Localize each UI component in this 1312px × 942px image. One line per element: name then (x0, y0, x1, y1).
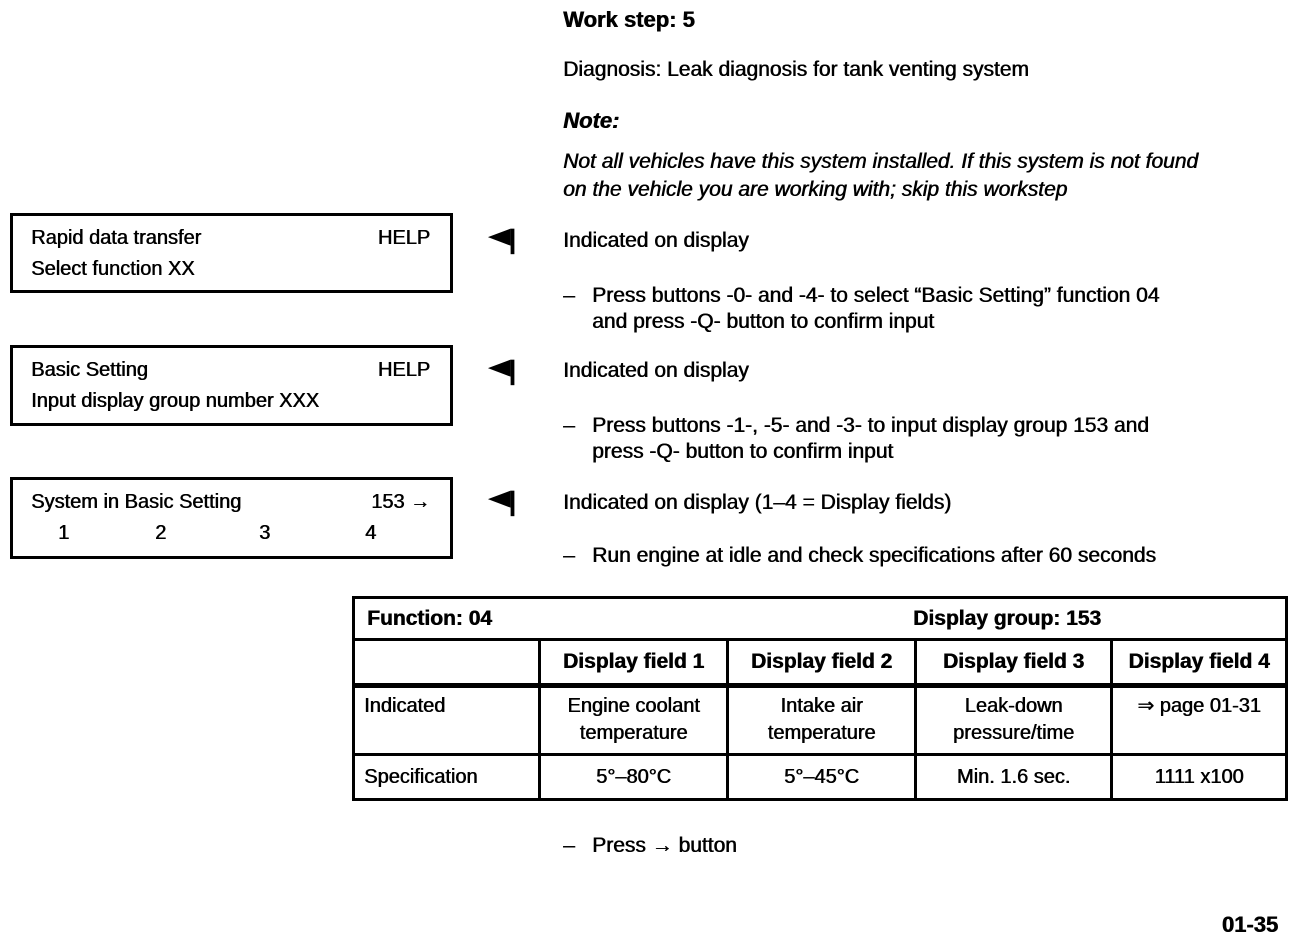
instruction-bullet: – Run engine at idle and check specifica… (563, 543, 1156, 569)
lcd-help-label: HELP (377, 359, 430, 381)
column-header-display-field-4: Display field 4 (1109, 638, 1289, 688)
note-label: Note: (563, 108, 620, 133)
table-cell: 5°–80°C (538, 753, 729, 801)
column-header-display-field-3: Display field 3 (914, 638, 1113, 688)
pointer-left-icon (487, 359, 515, 386)
lcd-line1-text: Basic Setting (31, 359, 148, 381)
table-cell-line: Leak-down (964, 695, 1063, 717)
pointer-left-icon (487, 490, 515, 517)
lcd-field-number: 1 (58, 522, 70, 544)
lcd-line1-text: Rapid data transfer (31, 227, 202, 249)
bullet-text-line: Run engine at idle and check specificati… (592, 544, 1156, 567)
note-line: on the vehicle you are working with; ski… (563, 178, 1068, 201)
indicated-on-display-text: Indicated on display (563, 229, 749, 252)
table-cell: Engine coolant temperature (538, 684, 729, 756)
bullet-text-line: and press -Q- button to confirm input (592, 310, 934, 333)
press-arrow-button-instruction: – Press → button (563, 833, 737, 859)
table-function-label: Function: 04 (367, 606, 492, 630)
table-cell: Leak-down pressure/time (914, 684, 1113, 756)
table-cell: Min. 1.6 sec. (914, 753, 1113, 801)
lcd-help-label: HELP (377, 227, 430, 249)
indicated-on-display-text: Indicated on display (1–4 = Display fiel… (563, 491, 952, 514)
table-cell-line: pressure/time (952, 722, 1075, 744)
column-header-display-field-2: Display field 2 (726, 638, 917, 688)
lcd-line1-value-arrow: 153 → (371, 491, 430, 513)
work-step-title: Work step: 5 (563, 7, 695, 32)
bullet-dash: – (563, 414, 575, 437)
lcd-field-number: 3 (259, 522, 271, 544)
bullet-dash: – (563, 834, 575, 857)
lcd-line2-text: Select function XX (31, 258, 195, 280)
table-cell-line: ⇒ page 01-31 (1137, 695, 1261, 717)
table-cell-line: Intake air (780, 695, 863, 717)
lcd-field-number: 4 (365, 522, 377, 544)
bullet-text-line: press -Q- button to confirm input (592, 440, 894, 463)
lcd-display-box-3: System in Basic Setting 153 → 1 2 3 4 (10, 477, 453, 559)
table-row-label: Specification (352, 753, 541, 801)
note-line: Not all vehicles have this system instal… (563, 150, 1198, 173)
pointer-left-icon (487, 228, 515, 255)
diagnosis-text: Diagnosis: Leak diagnosis for tank venti… (563, 58, 1029, 81)
instruction-bullet: – Press buttons -1-, -5- and -3- to inpu… (563, 413, 1149, 465)
bullet-dash: – (563, 284, 575, 307)
lcd-line1-text: System in Basic Setting (31, 491, 242, 513)
table-display-group-label: Display group: 153 (913, 606, 1101, 630)
table-title-row: Function: 04 Display group: 153 (351, 596, 1289, 641)
lcd-line2-text: Input display group number XXX (31, 390, 319, 412)
table-cell-line: temperature (579, 722, 688, 744)
table-corner-cell (352, 638, 541, 688)
table-row-label: Indicated (352, 684, 541, 756)
instruction-bullet: – Press buttons -0- and -4- to select “B… (563, 283, 1159, 335)
table-cell: 1111 x100 (1109, 753, 1289, 801)
specification-table: Function: 04 Display group: 153 Display … (351, 596, 1289, 801)
page-number: 01-35 (1221, 912, 1278, 937)
indicated-on-display-text: Indicated on display (563, 359, 749, 382)
table-cell-line: Engine coolant (567, 695, 700, 717)
bullet-text-line: Press → button (592, 834, 737, 857)
bullet-text-line: Press buttons -1-, -5- and -3- to input … (592, 414, 1149, 437)
lcd-display-box-1: Rapid data transfer HELP Select function… (10, 213, 453, 293)
lcd-display-box-2: Basic Setting HELP Input display group n… (10, 345, 453, 426)
table-cell: 5°–45°C (726, 753, 917, 801)
bullet-dash: – (563, 544, 575, 567)
table-cell: Intake air temperature (726, 684, 917, 756)
bullet-text-line: Press buttons -0- and -4- to select “Bas… (592, 284, 1160, 307)
table-cell-line: temperature (767, 722, 876, 744)
table-cell-page-reference: ⇒ page 01-31 (1109, 684, 1289, 756)
lcd-field-number: 2 (155, 522, 167, 544)
column-header-display-field-1: Display field 1 (538, 638, 729, 688)
